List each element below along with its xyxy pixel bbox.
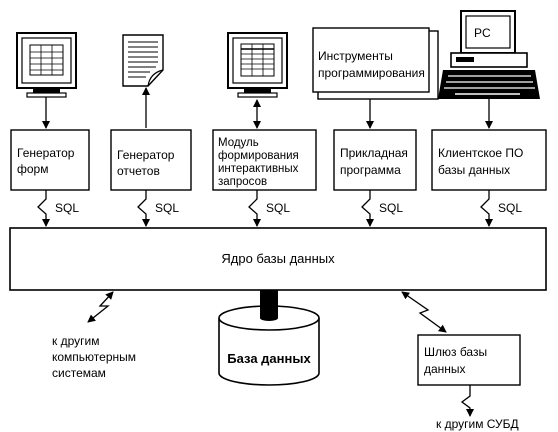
reports-generator-line1: Генератор — [117, 148, 175, 162]
reports-generator-box: Генератор отчетов — [110, 129, 192, 191]
programming-tools-box: Инструменты программирования — [312, 27, 439, 100]
client-software-line2: базы данных — [438, 163, 510, 177]
sql-label-5: SQL — [498, 201, 522, 215]
sql-label-3: SQL — [266, 201, 290, 215]
query-module-box: Модуль формирования интерактивных запрос… — [212, 129, 317, 191]
application-program-box: Прикладная программа — [333, 129, 417, 191]
forms-generator-line1: Генератор — [17, 146, 75, 160]
gateway-line2: данных — [424, 362, 466, 376]
tools-label-line1: Инструменты — [318, 49, 393, 63]
sql-label-4: SQL — [379, 201, 403, 215]
forms-generator-box: Генератор форм — [10, 129, 90, 191]
other-systems-line1: к другим — [52, 334, 99, 348]
application-line2: программа — [340, 163, 401, 177]
forms-generator-line2: форм — [17, 162, 48, 176]
query-module-line2: формирования — [218, 150, 299, 162]
reports-generator-line2: отчетов — [117, 164, 160, 178]
link-to-other-systems — [87, 291, 114, 323]
other-systems-line2: компьютерным — [52, 350, 136, 364]
database-cylinder-icon: База данных — [218, 290, 320, 386]
link-to-other-dbms — [460, 385, 474, 417]
report-page-icon — [122, 34, 164, 87]
database-core-box: Ядро базы данных — [9, 227, 547, 291]
client-software-box: Клиентское ПО базы данных — [431, 129, 547, 191]
other-systems-line3: системам — [52, 366, 106, 380]
database-gateway-box: Шлюз базы данных — [417, 334, 521, 386]
client-software-line1: Клиентское ПО — [438, 146, 523, 160]
database-label: База данных — [227, 351, 311, 366]
query-module-line4: запросов — [218, 176, 267, 188]
other-dbms-label: к другим СУБД — [436, 417, 519, 431]
pc-computer-icon: PC — [438, 10, 540, 99]
monitor-query-icon — [227, 32, 288, 98]
sql-label-1: SQL — [55, 201, 79, 215]
application-line1: Прикладная — [340, 146, 408, 160]
link-to-gateway — [401, 291, 447, 333]
gateway-line1: Шлюз базы — [424, 345, 487, 359]
query-module-line1: Модуль — [218, 137, 259, 149]
query-module-line3: интерактивных — [218, 163, 299, 175]
tools-label-line2: программирования — [318, 66, 425, 80]
core-label: Ядро базы данных — [221, 251, 335, 266]
monitor-forms-icon — [16, 32, 77, 98]
sql-connectors — [37, 190, 493, 227]
pc-label: PC — [474, 26, 491, 40]
sql-label-2: SQL — [155, 201, 179, 215]
